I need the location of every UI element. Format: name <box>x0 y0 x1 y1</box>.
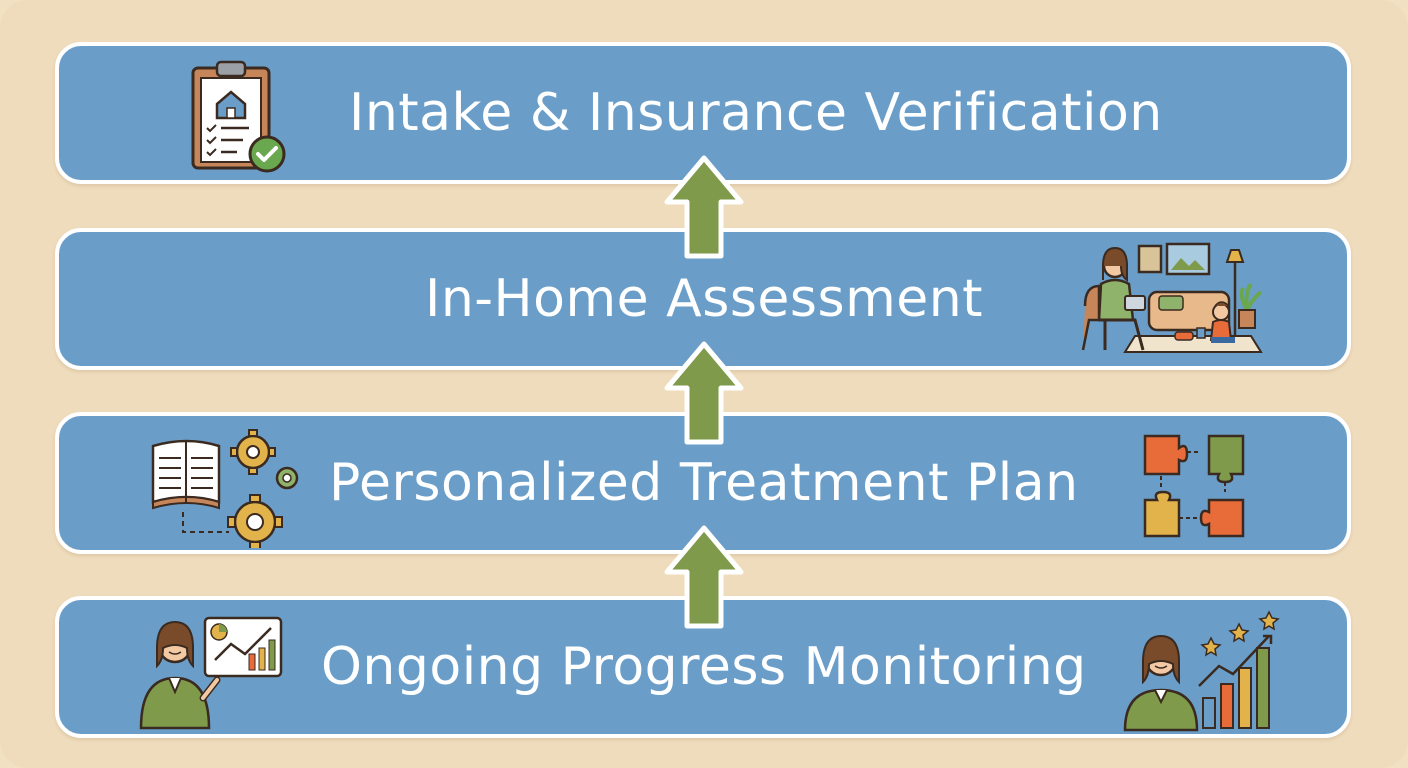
arrow-up-icon <box>664 155 744 259</box>
step-label-treatment-plan: Personalized Treatment Plan <box>329 453 1079 513</box>
step-label-assessment: In-Home Assessment <box>425 269 984 329</box>
presenter-chart-icon <box>139 616 283 730</box>
arrow-up-icon <box>664 341 744 445</box>
book-gears-icon <box>151 429 299 548</box>
puzzle-pieces-icon <box>1143 434 1245 538</box>
step-intake: Intake & Insurance Verification <box>55 42 1351 184</box>
arrow-up-icon <box>664 525 744 629</box>
step-label-intake: Intake & Insurance Verification <box>349 83 1163 143</box>
clipboard-checklist-icon <box>191 60 286 173</box>
home-visit-scene-icon <box>1081 242 1263 353</box>
step-label-monitoring: Ongoing Progress Monitoring <box>321 637 1087 697</box>
growth-chart-stars-icon <box>1123 610 1280 732</box>
